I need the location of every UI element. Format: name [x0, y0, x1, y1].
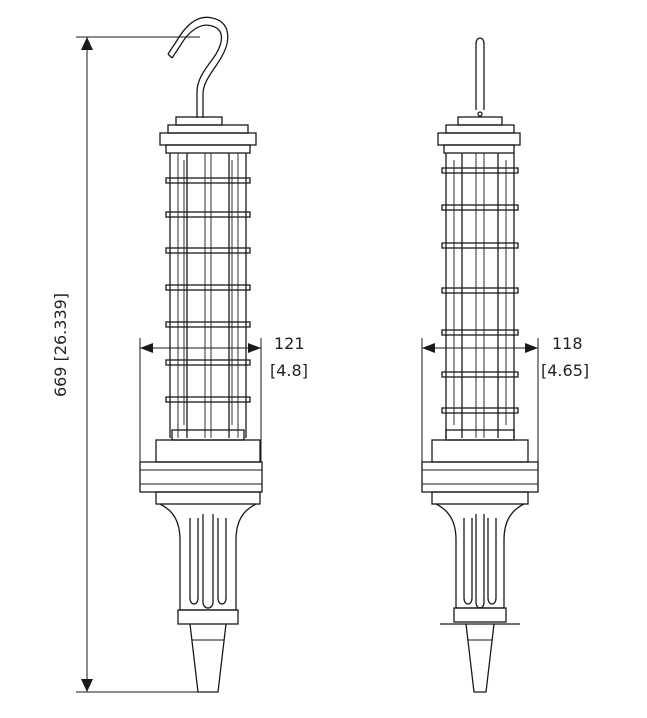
- hook-side-view: [475, 37, 485, 110]
- handle: [435, 503, 525, 693]
- right-view: 118 [4.65]: [421, 37, 589, 693]
- overall-height-dimension: 669 [26.339]: [51, 36, 200, 693]
- hanging-hook-outline: [167, 16, 229, 118]
- height-arrow-top: [81, 37, 93, 50]
- top-cap: [159, 116, 257, 154]
- height-imperial: [26.339]: [51, 293, 70, 361]
- left-width-imperial: [4.8]: [270, 361, 308, 380]
- hanging-hook: [171, 24, 223, 118]
- top-cap: [437, 116, 521, 154]
- wire-cage: [165, 153, 251, 438]
- right-width-imperial: [4.65]: [541, 361, 589, 380]
- height-arrow-bottom: [81, 679, 93, 692]
- base-collar: [421, 429, 539, 505]
- left-width-value: 121: [274, 334, 305, 353]
- wire-cage: [441, 153, 519, 438]
- left-view: 121 [4.8]: [139, 16, 308, 693]
- handle: [159, 503, 257, 693]
- right-width-dimension: [421, 338, 539, 462]
- height-value: 669: [51, 361, 70, 397]
- height-label: 669 [26.339]: [51, 293, 70, 397]
- left-width-dimension: [139, 338, 262, 462]
- base-collar: [139, 429, 263, 505]
- right-width-value: 118: [552, 334, 583, 353]
